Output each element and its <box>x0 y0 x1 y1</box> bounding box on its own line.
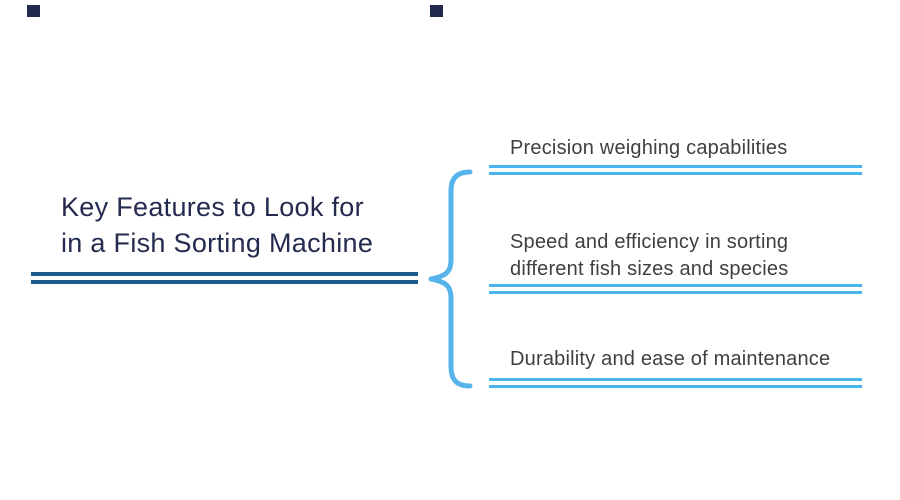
slide-title: Key Features to Look for in a Fish Sorti… <box>61 189 451 261</box>
feature-item-speed-line-1: Speed and efficiency in sorting <box>510 231 789 253</box>
title-rule-bottom-bar <box>31 280 418 284</box>
slide-title-line-1: Key Features to Look for <box>61 192 364 222</box>
feature-rule-precision-top-bar <box>489 165 862 168</box>
feature-rule-precision <box>489 165 862 175</box>
title-rule-top-bar <box>31 272 418 276</box>
feature-item-precision-text: Precision weighing capabilities <box>510 137 788 159</box>
feature-rule-durability-bottom-bar <box>489 385 862 388</box>
feature-rule-durability <box>489 378 862 388</box>
feature-item-durability-text: Durability and ease of maintenance <box>510 348 831 370</box>
feature-item-durability: Durability and ease of maintenance <box>510 346 890 373</box>
feature-item-precision: Precision weighing capabilities <box>510 135 890 162</box>
feature-rule-speed-bottom-bar <box>489 291 862 294</box>
feature-rule-speed-top-bar <box>489 284 862 287</box>
feature-item-speed-line-2: different fish sizes and species <box>510 258 789 280</box>
curly-brace-icon <box>424 164 480 396</box>
feature-item-speed: Speed and efficiency in sorting differen… <box>510 229 890 283</box>
top-center-accent-square <box>430 5 443 17</box>
feature-rule-durability-top-bar <box>489 378 862 381</box>
slide-title-line-2: in a Fish Sorting Machine <box>61 228 374 258</box>
feature-rule-speed <box>489 284 862 294</box>
feature-rule-precision-bottom-bar <box>489 172 862 175</box>
top-left-accent-square <box>27 5 40 17</box>
title-double-rule <box>31 272 418 284</box>
